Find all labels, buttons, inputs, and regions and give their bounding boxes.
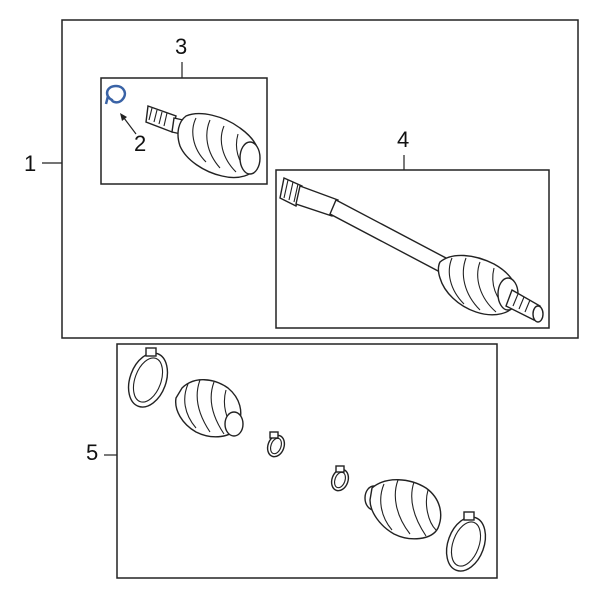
callout-1: 1 [24, 151, 36, 176]
inner-joint-frame [100, 77, 268, 185]
axle-shaft [279, 177, 544, 323]
axle-shaft-frame [275, 169, 550, 329]
clip-part [104, 84, 127, 105]
callout-2: 2 [134, 131, 146, 156]
callout-5: 5 [86, 440, 98, 465]
small-clamp-left [266, 431, 286, 458]
boot-kit-frame [116, 343, 498, 579]
callout-3: 3 [175, 34, 187, 59]
callout-4: 4 [397, 127, 409, 152]
large-clamp-left [127, 347, 169, 408]
assembly-frame [61, 19, 579, 339]
large-clamp-right [445, 511, 487, 572]
boot-right [364, 479, 442, 540]
callout-2-leader [123, 117, 137, 135]
boot-left [175, 379, 244, 438]
small-clamp-right [330, 465, 350, 492]
callout-2-arrowhead [120, 113, 127, 121]
inner-cv-joint [145, 105, 261, 179]
